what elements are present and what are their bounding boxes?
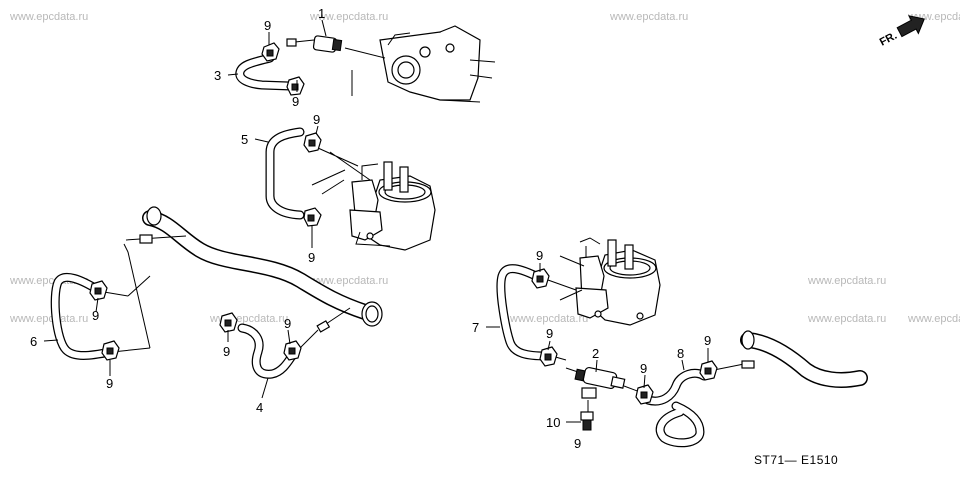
callout-9: 9 [313, 112, 320, 127]
watermark-text: www.epcdata.ru [9, 11, 88, 23]
callout-6: 6 [30, 334, 37, 349]
callout-9: 9 [106, 376, 113, 391]
callout-9: 9 [640, 361, 647, 376]
coolant-pipe [125, 206, 383, 333]
hose-clip [219, 312, 238, 333]
callout-9: 9 [292, 94, 299, 109]
callout-9: 9 [574, 436, 581, 451]
hose-clip [303, 132, 322, 153]
watermark-text: www.epcdata.ru [309, 275, 388, 287]
callout-9: 9 [284, 316, 291, 331]
callout-3: 3 [214, 68, 221, 83]
callout-9: 9 [223, 344, 230, 359]
watermark-text: www.epcdata.ru [907, 313, 960, 325]
valve-part-2 [565, 366, 641, 416]
watermark-text: www.epcdata.ru [9, 313, 88, 325]
hose-clip [531, 268, 550, 289]
callout-labels: 1 2 3 4 5 6 7 8 10 9 9 9 9 9 9 9 9 9 9 9… [30, 6, 711, 451]
callout-9: 9 [546, 326, 553, 341]
middle-solenoid-assembly [311, 147, 436, 251]
watermark-text: www.epcdata.ru [509, 313, 588, 325]
callout-9: 9 [92, 308, 99, 323]
callout-9: 9 [536, 248, 543, 263]
hose-clip [635, 384, 654, 405]
callout-9: 9 [704, 333, 711, 348]
hose-clip [261, 42, 280, 62]
hose-4 [237, 323, 319, 379]
callout-4: 4 [256, 400, 263, 415]
hose-clip [283, 340, 302, 361]
hose-5 [265, 127, 305, 220]
hose-clip [303, 207, 322, 227]
callout-1: 1 [318, 6, 325, 21]
right-solenoid-assembly [559, 237, 661, 326]
callout-10: 10 [546, 415, 560, 430]
hose-clip [101, 340, 120, 361]
watermark-text: www.epcdata.ru [609, 11, 688, 23]
watermark-text: www.epcdata.ru [309, 11, 388, 23]
coolant-pipe-right [740, 330, 868, 388]
watermarks: www.epcdata.ru www.epcdata.ru www.epcdat… [9, 11, 960, 325]
callout-5: 5 [241, 132, 248, 147]
callout-9: 9 [264, 18, 271, 33]
callout-2: 2 [592, 346, 599, 361]
diagram-code: ST71— E1510 [754, 453, 838, 467]
hose-3 [235, 53, 295, 91]
arrow-icon [896, 15, 925, 38]
hose-clip [286, 76, 305, 96]
fr-label: FR. [878, 30, 899, 49]
hose-clip [89, 280, 108, 301]
watermark-text: www.epcdata.ru [807, 275, 886, 287]
callout-8: 8 [677, 346, 684, 361]
watermark-text: www.epcdata.ru [807, 313, 886, 325]
callout-7: 7 [472, 320, 479, 335]
hose-6 [50, 243, 151, 360]
bolt-part-10 [580, 411, 594, 431]
top-valve-assembly [286, 25, 496, 103]
callout-9: 9 [308, 250, 315, 265]
leader-lines [43, 19, 709, 423]
hose-8 [643, 360, 755, 448]
hose-clip [699, 360, 718, 381]
hose-clip [539, 346, 558, 367]
